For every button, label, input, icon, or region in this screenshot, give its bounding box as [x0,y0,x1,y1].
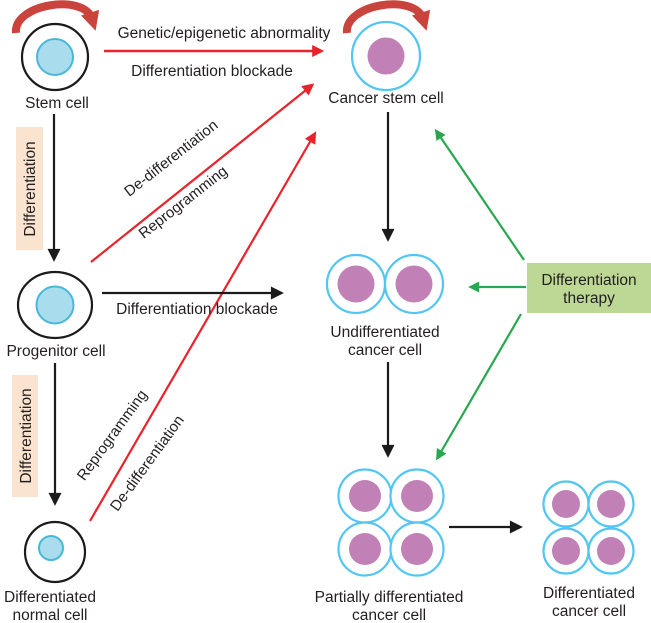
therapy-box-label-line2: therapy [563,290,615,307]
partially-differentiated-cancer-cell [337,468,445,577]
partial-cell-nucleus [349,480,381,512]
cancer-stem-cell-nucleus [367,37,405,75]
partial-cell-nucleus [401,480,433,512]
self-renewal-arrow-stem-cell [12,0,100,34]
differentiated-normal-cell-nucleus [38,535,64,561]
cancer-stem-cell [350,20,422,92]
differentiated-normal-cell [23,520,87,584]
partially-differentiated-label-line1: Partially differentiated [315,589,464,606]
reprogramming-arrow-normal-to-cancer-stem [89,131,317,522]
stem-cell-nucleus [36,38,74,76]
stem-cell [20,22,90,92]
undifferentiated-cancer-cell [325,253,445,315]
differentiated-normal-cell-label-line1: Differentiated [4,589,96,606]
undifferentiated-cancer-cell-label-line2: cancer cell [348,342,422,359]
differentiation-therapy-box [527,263,651,313]
progenitor-cell [16,270,94,340]
differentiation-upper-label: Differentiation [22,141,39,236]
therapy-box-label-line1: Differentiation [541,272,636,289]
therapy-to-partial-arrow [436,313,522,461]
partial-cell-nucleus [349,533,381,565]
diff-cancer-cell-nucleus [552,490,580,518]
undiff-cell-nucleus [395,265,433,303]
differentiation-lower-label: Differentiation [18,388,35,483]
genetic-abnormality-label: Genetic/epigenetic abnormality [118,25,331,42]
differentiated-normal-cell-label-line2: normal cell [13,607,88,623]
differentiation-box-lower [12,375,38,497]
progenitor-cell-label: Progenitor cell [6,343,105,360]
differentiated-cancer-cell-label-line2: cancer cell [552,603,626,620]
partially-differentiated-label-line2: cancer cell [352,607,426,623]
differentiation-blockade-mid-label: Differentiation blockade [116,301,278,318]
self-renewal-arrow-cancer-stem-cell [343,0,431,34]
partial-cell-nucleus [401,533,433,565]
diff-cancer-cell-nucleus [597,490,625,518]
cancer-stem-cell-label: Cancer stem cell [328,90,443,107]
differentiation-box-upper [16,127,43,250]
undifferentiated-cancer-cell-label-line1: Undifferentiated [330,324,439,341]
differentiated-cancer-cell [542,480,635,575]
differentiated-cancer-cell-label-line1: Differentiated [543,585,635,602]
diff-cancer-cell-nucleus [597,537,625,565]
progenitor-cell-nucleus [35,285,75,325]
diff-cancer-cell-nucleus [552,537,580,565]
therapy-to-cancer-stem-arrow [434,128,525,261]
stem-cell-label: Stem cell [25,95,89,112]
de-differentiation-arrow-progenitor-to-cancer-stem [90,83,315,263]
undiff-cell-nucleus [337,265,375,303]
differentiation-blockade-top-label: Differentiation blockade [131,63,293,80]
